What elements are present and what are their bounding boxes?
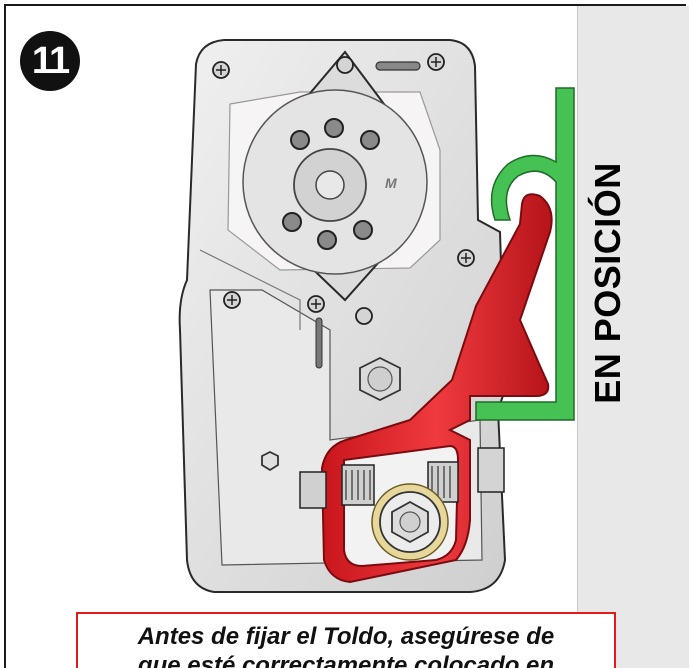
rotor-holes [282,118,380,250]
position-label-text: EN POSICIÓN [587,162,628,404]
side-panel [577,6,689,668]
step-number-badge: 11 [20,31,80,91]
caption-box: Antes de fijar el Toldo, asegúrese de qu… [76,612,616,668]
top-slot [375,61,421,71]
rotor-hub-center [315,170,345,200]
caption-line-1: Antes de fijar el Toldo, asegúrese de [137,623,555,650]
screw-slots [216,57,471,309]
threaded-bolt [299,447,505,509]
rotor-marking: M [385,175,397,191]
caption-line-2: que esté correctamente colocado en [137,652,555,668]
green-rail [475,87,575,421]
vertical-slot [315,317,323,369]
plate-bevel [199,249,301,330]
small-hex-nut [261,450,279,472]
step-number: 11 [31,40,70,82]
